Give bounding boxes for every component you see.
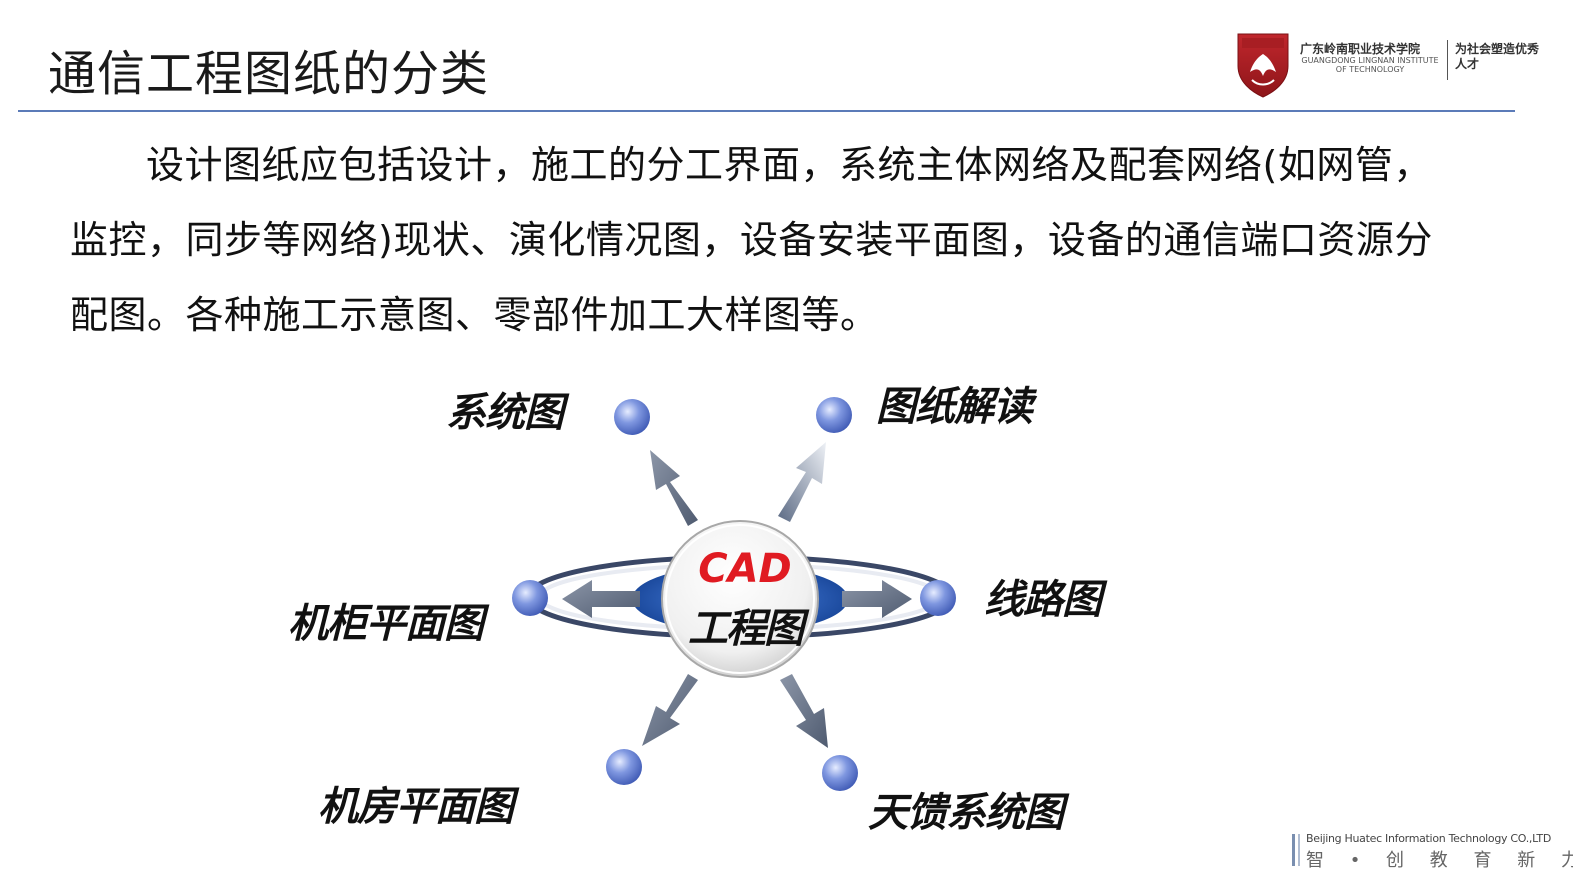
logo-divider	[1447, 40, 1448, 80]
label-drawing-interpretation: 图纸解读	[876, 384, 1033, 430]
label-equipment-room-plan: 机房平面图	[318, 784, 514, 830]
slide-title: 通信工程图纸的分类	[48, 46, 490, 102]
body-paragraph: 设计图纸应包括设计，施工的分工界面，系统主体网络及配套网络(如网管，监控，同步等…	[70, 143, 1433, 337]
arrow-top-left	[650, 450, 698, 526]
arrow-top-right	[778, 442, 826, 522]
footer-bar-light	[1298, 834, 1300, 866]
college-logo: 广东岭南职业技术学院 GUANGDONG LINGNAN INSTITUTE O…	[1236, 30, 1546, 100]
footer-company-en: Beijing Huatec Information Technology CO…	[1306, 832, 1552, 845]
center-label-cad: CAD	[698, 546, 792, 592]
node-bottom-left	[606, 749, 642, 785]
node-top-right	[816, 397, 852, 433]
center-label-engineering-drawing: 工程图	[688, 606, 804, 652]
college-name-cn: 广东岭南职业技术学院	[1300, 42, 1421, 56]
node-top-left	[614, 399, 650, 435]
arrow-left	[562, 580, 640, 618]
label-cabinet-floor-plan: 机柜平面图	[288, 601, 484, 647]
arrow-bottom-right	[780, 674, 828, 748]
node-right	[920, 580, 956, 616]
college-crest-icon	[1237, 33, 1289, 98]
title-underline	[18, 110, 1515, 112]
label-line-diagram: 线路图	[984, 577, 1102, 623]
footer-bar	[1292, 834, 1295, 866]
node-bottom-right	[822, 755, 858, 791]
college-slogan: 为社会塑造优秀人才	[1455, 42, 1540, 71]
footer-slogan-cn: 智 • 创 教 育 新 力 量	[1306, 850, 1573, 871]
arrow-bottom-left	[642, 674, 698, 746]
college-name-en: GUANGDONG LINGNAN INSTITUTE OF TECHNOLOG…	[1301, 56, 1439, 74]
node-left	[512, 580, 548, 616]
arrow-right	[842, 580, 912, 618]
label-system-diagram: 系统图	[446, 390, 564, 436]
footer-brand: Beijing Huatec Information Technology CO…	[1292, 832, 1573, 871]
label-antenna-feeder-diagram: 天馈系统图	[868, 790, 1064, 836]
center-sphere	[661, 520, 819, 678]
